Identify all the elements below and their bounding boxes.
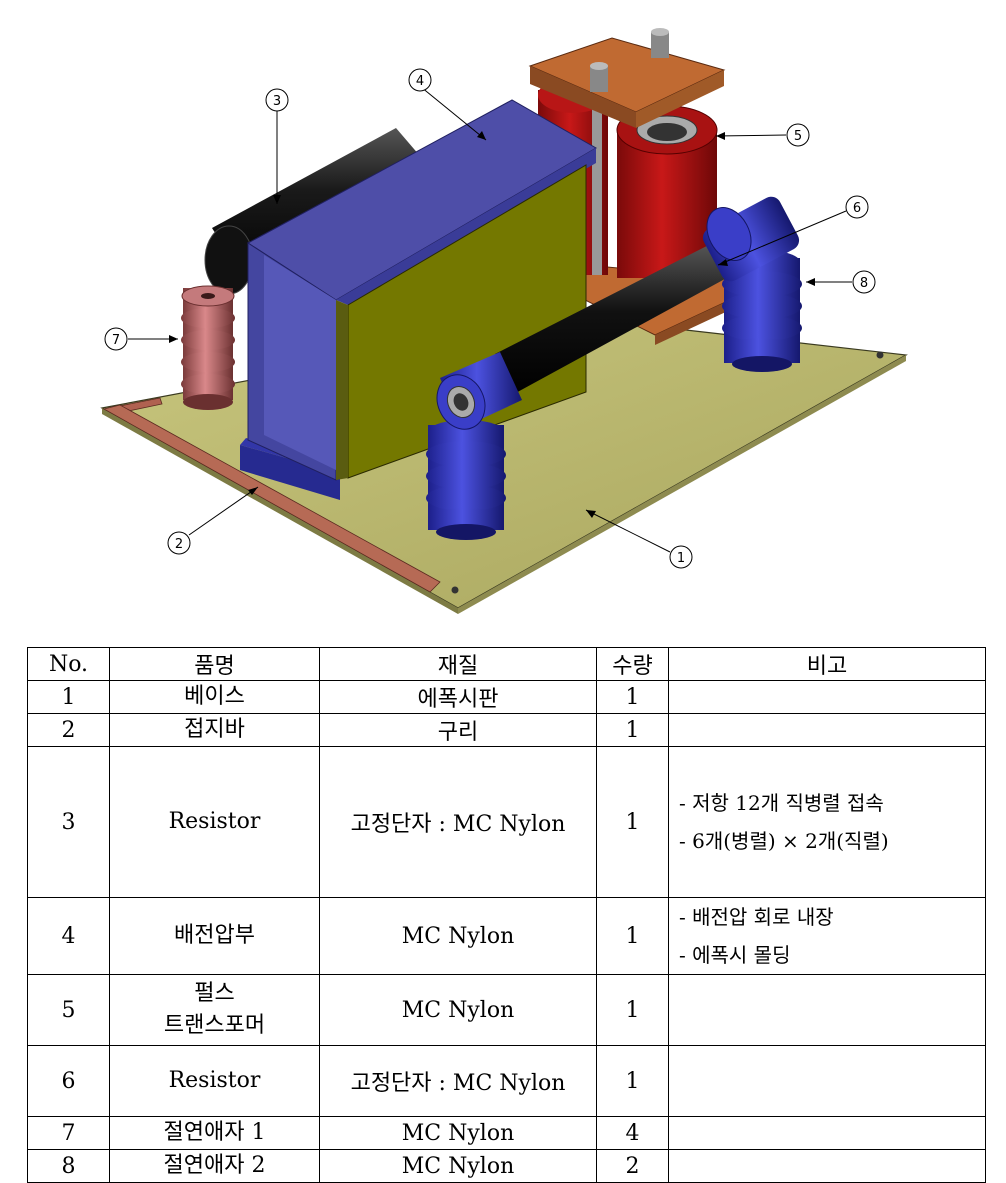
cell-material: MC Nylon <box>319 897 597 975</box>
cell-remarks <box>668 1149 986 1183</box>
cell-no: 1 <box>27 680 110 714</box>
header-remarks: 비고 <box>668 647 986 681</box>
part-name-line: 베이스 <box>184 684 245 709</box>
svg-text:5: 5 <box>794 129 802 144</box>
callout-3: 3 <box>265 88 289 112</box>
cell-quantity: 1 <box>596 746 669 898</box>
voltage-doubler-box <box>240 99 597 500</box>
callout-arrowheads <box>169 131 815 518</box>
callout-1: 1 <box>669 545 693 569</box>
cell-no: 8 <box>27 1149 110 1183</box>
cell-material: 고정단자 : MC Nylon <box>319 1045 597 1117</box>
remark-line: - 6개(병렬) × 2개(직렬) <box>679 829 889 853</box>
cell-no: 4 <box>27 897 110 975</box>
cell-part-name: 절연애자 1 <box>109 1116 320 1150</box>
cell-quantity: 1 <box>596 1045 669 1117</box>
cell-material: 구리 <box>319 713 597 747</box>
cell-material: MC Nylon <box>319 1149 597 1183</box>
header-quantity: 수량 <box>596 647 669 681</box>
cell-no: 5 <box>27 974 110 1046</box>
remark-line: - 저항 12개 직병렬 접속 <box>679 791 884 815</box>
cell-quantity: 4 <box>596 1116 669 1150</box>
cell-material: 고정단자 : MC Nylon <box>319 746 597 898</box>
copper-ground-bar <box>102 397 441 593</box>
cell-part-name: 접지바 <box>109 713 320 747</box>
cell-no: 2 <box>27 713 110 747</box>
cell-no: 7 <box>27 1116 110 1150</box>
cell-quantity: 1 <box>596 680 669 714</box>
cell-quantity: 1 <box>596 897 669 975</box>
callout-2: 2 <box>167 531 191 555</box>
cell-quantity: 1 <box>596 713 669 747</box>
part-name-line: 접지바 <box>184 717 245 742</box>
assembly-illustration: 1 2 3 4 5 6 8 7 <box>100 28 908 614</box>
table-header-row: No. 품명 재질 수량 비고 <box>27 647 986 681</box>
header-material: 재질 <box>319 647 597 681</box>
front-resistor-rod <box>436 196 800 430</box>
part-name-line: Resistor <box>168 809 261 834</box>
part-name-line: Resistor <box>168 1068 261 1093</box>
callout-5: 5 <box>786 123 810 147</box>
remark-line: - 배전압 회로 내장 <box>679 905 834 929</box>
svg-text:1: 1 <box>677 551 685 566</box>
cell-material: MC Nylon <box>319 974 597 1046</box>
cell-remarks <box>668 713 986 747</box>
cell-quantity: 2 <box>596 1149 669 1183</box>
cell-remarks: - 배전압 회로 내장 - 에폭시 몰딩 <box>668 897 986 975</box>
svg-text:4: 4 <box>416 74 424 89</box>
cell-remarks <box>668 1045 986 1117</box>
callout-8: 8 <box>852 270 876 294</box>
header-part-name: 품명 <box>109 647 320 681</box>
remark-line: - 에폭시 몰딩 <box>679 943 791 967</box>
callout-6: 6 <box>845 195 869 219</box>
cell-no: 6 <box>27 1045 110 1117</box>
svg-text:6: 6 <box>853 201 861 216</box>
cell-remarks <box>668 680 986 714</box>
cell-quantity: 1 <box>596 974 669 1046</box>
pink-insulator-stack <box>181 285 235 410</box>
cell-part-name: Resistor <box>109 1045 320 1117</box>
callout-4: 4 <box>408 68 432 92</box>
cell-material: 에폭시판 <box>319 680 597 714</box>
header-no: No. <box>27 647 110 681</box>
cell-remarks: - 저항 12개 직병렬 접속 - 6개(병렬) × 2개(직렬) <box>668 746 986 898</box>
callout-7: 7 <box>104 327 128 351</box>
cell-part-name: Resistor <box>109 746 320 898</box>
svg-text:8: 8 <box>860 276 868 291</box>
cell-part-name: 배전압부 <box>109 897 320 975</box>
part-name-line: 배전압부 <box>174 923 255 948</box>
cell-part-name: 베이스 <box>109 680 320 714</box>
blue-insulator-rear <box>722 250 802 372</box>
part-name-line: 펄스 <box>194 981 235 1006</box>
part-name-line: 트랜스포머 <box>163 1013 266 1038</box>
svg-text:2: 2 <box>175 537 183 552</box>
cell-part-name: 절연애자 2 <box>109 1149 320 1183</box>
svg-text:7: 7 <box>112 333 120 348</box>
svg-text:3: 3 <box>273 94 281 109</box>
cell-material: MC Nylon <box>319 1116 597 1150</box>
part-name-line: 절연애자 2 <box>163 1153 266 1178</box>
cell-remarks <box>668 1116 986 1150</box>
cell-remarks <box>668 974 986 1046</box>
blue-insulator-front <box>426 420 506 540</box>
cell-no: 3 <box>27 746 110 898</box>
part-name-line: 절연애자 1 <box>163 1120 266 1145</box>
